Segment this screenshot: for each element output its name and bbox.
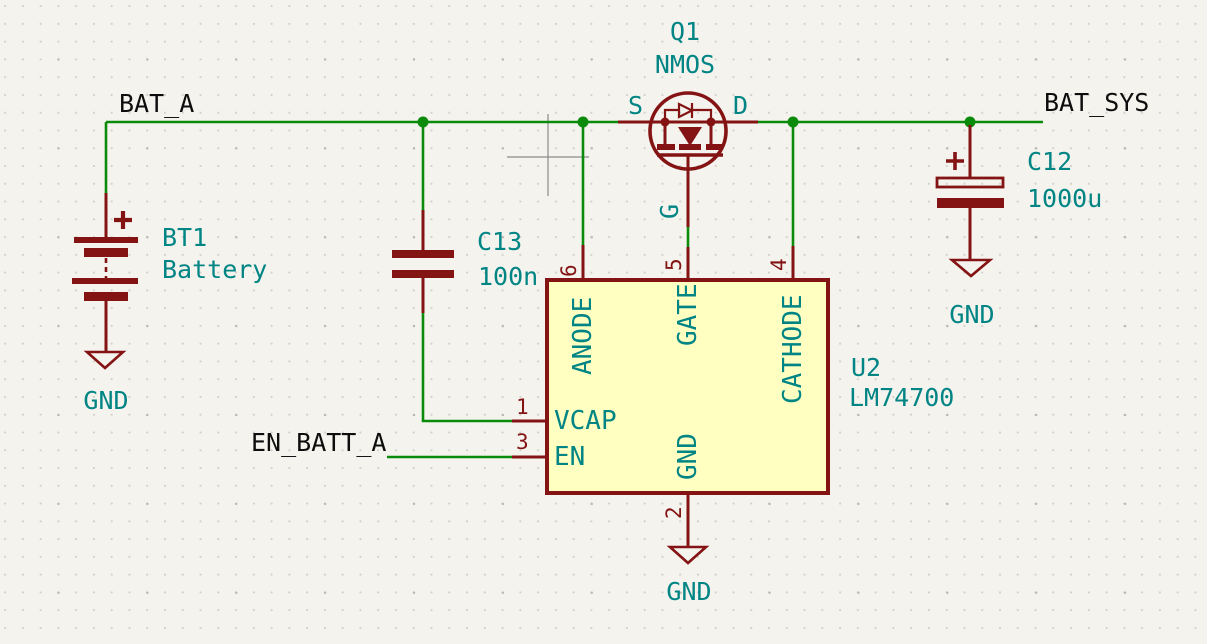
battery-plus-icon: [114, 211, 132, 229]
c12-value[interactable]: 1000u: [1027, 184, 1103, 213]
gnd-label-right[interactable]: GND: [949, 300, 995, 329]
c12-reference[interactable]: C12: [1027, 147, 1073, 176]
net-label-en-batt-a[interactable]: EN_BATT_A: [251, 428, 387, 457]
battery-plate-2: [84, 248, 128, 257]
u2-pin-name-gate: GATE: [673, 283, 703, 346]
gnd-label-left[interactable]: GND: [83, 386, 129, 415]
bt1-value[interactable]: Battery: [162, 255, 268, 284]
ic-u2-symbol[interactable]: [512, 245, 830, 547]
c12-plus-icon: [946, 152, 964, 170]
c12-plate-bottom: [937, 198, 1004, 208]
q1-pin-label-g: G: [655, 203, 684, 219]
capacitor-c12-symbol[interactable]: [935, 125, 1005, 261]
u2-pin-name-en: EN: [554, 442, 586, 472]
capacitor-c13-symbol[interactable]: [392, 210, 454, 313]
q1-reference[interactable]: Q1: [669, 17, 701, 46]
wires[interactable]: [104, 120, 1043, 459]
c12-plate-top: [935, 176, 1005, 189]
u2-reference[interactable]: U2: [851, 353, 882, 382]
ic-body: [545, 278, 830, 495]
u2-pin-number-1: 1: [516, 395, 529, 419]
gnd-symbols[interactable]: [83, 258, 994, 565]
net-label-bat-sys[interactable]: BAT_SYS: [1044, 88, 1150, 117]
u2-pin-number-4: 4: [767, 258, 791, 271]
mosfet-channel-2: [679, 144, 701, 150]
u2-pin-name-cathode: CATHODE: [778, 294, 808, 404]
gnd-symbol-right: [948, 258, 994, 278]
mosfet-channel-1: [657, 144, 675, 150]
q1-value[interactable]: NMOS: [654, 50, 716, 79]
mosfet-arrow: [678, 127, 702, 146]
wire-c13-to-vcap: [421, 277, 513, 423]
u2-pin-name-anode: ANODE: [568, 296, 598, 375]
q1-pin-label-s: S: [628, 91, 644, 120]
gnd-label-bottom[interactable]: GND: [666, 577, 712, 606]
u2-pin-number-5: 5: [662, 258, 686, 271]
mosfet-body-diode: [663, 102, 713, 122]
q1-pin-label-d: D: [733, 91, 749, 120]
ic-pin-stubs: [512, 245, 795, 547]
net-label-bat-a[interactable]: BAT_A: [119, 89, 195, 118]
u2-pin-number-2: 2: [662, 506, 686, 519]
u2-pin-number-6: 6: [557, 264, 581, 277]
mosfet-channel-3: [706, 144, 723, 150]
junction-dots: [417, 116, 976, 128]
bt1-reference[interactable]: BT1: [162, 223, 208, 252]
gnd-symbol-bottom: [666, 545, 710, 565]
c13-reference[interactable]: C13: [477, 227, 523, 256]
battery-plate-4: [84, 292, 128, 301]
c13-plate-bottom: [392, 270, 454, 278]
battery-plate-1: [74, 237, 138, 243]
c13-plate-top: [392, 250, 454, 258]
mosfet-symbol[interactable]: [618, 91, 758, 227]
battery-symbol[interactable]: [72, 193, 138, 352]
u2-value[interactable]: LM74700: [849, 383, 955, 412]
gnd-symbol-left: [83, 350, 127, 370]
u2-pin-name-gnd: GND: [673, 433, 703, 480]
u2-pin-number-3: 3: [516, 430, 529, 454]
cursor-crosshair-icon: [507, 114, 589, 196]
u2-pin-name-vcap: VCAP: [554, 406, 617, 436]
battery-plate-3: [72, 278, 138, 284]
c13-value[interactable]: 100n: [478, 262, 539, 291]
